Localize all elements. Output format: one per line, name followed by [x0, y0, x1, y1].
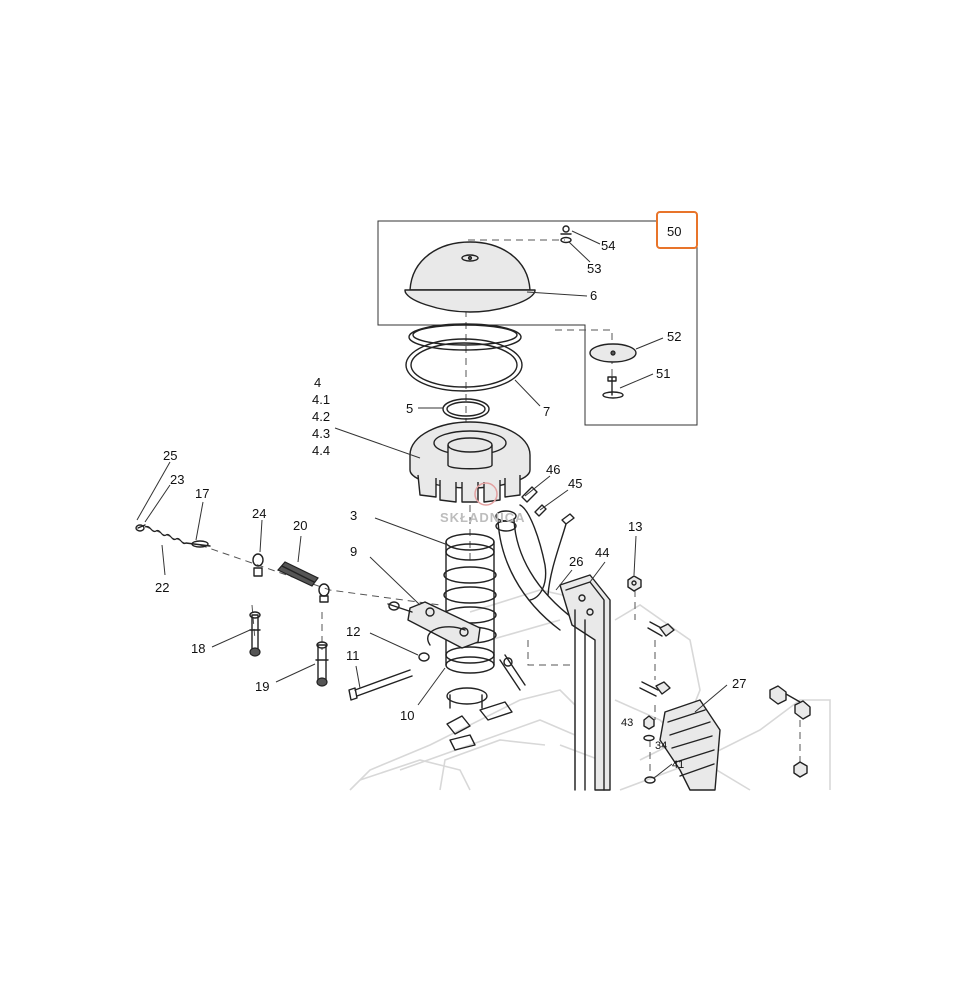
watermark-logo: SKŁADNICA: [440, 482, 526, 525]
spring-22: [135, 524, 211, 548]
callout-34: 34: [655, 740, 667, 752]
callout-52: 52: [667, 329, 681, 344]
eyelet-24: [252, 553, 330, 603]
callout-41: 41: [672, 759, 684, 771]
callout-9: 9: [350, 544, 357, 559]
callout-24: 24: [252, 506, 266, 521]
callout-26: 26: [569, 554, 583, 569]
bolt-51: [602, 376, 624, 399]
nozzle-46: [519, 486, 547, 601]
callout-7: 7: [543, 404, 550, 419]
callout-25: 25: [163, 448, 177, 463]
guard-plate-27: [659, 699, 721, 791]
washer-52: [589, 343, 637, 363]
callout-4-2: 4.2: [312, 409, 330, 424]
callout-5: 5: [406, 401, 413, 416]
callout-18: 18: [191, 641, 205, 656]
mounting-frame-44: [559, 574, 611, 791]
nut-right-d: [793, 761, 808, 778]
callout-50-badge: [656, 211, 698, 249]
screw-54: [560, 225, 572, 235]
callout-10: 10: [400, 708, 414, 723]
washer-41: [644, 776, 656, 784]
clamp-10: [427, 626, 488, 709]
bolt-right-a: [647, 621, 675, 637]
callout-11: 11: [346, 648, 360, 663]
o-ring-5: [442, 398, 490, 420]
hose-26: [495, 510, 576, 631]
callout-51: 51: [656, 366, 670, 381]
callout-6: 6: [590, 288, 597, 303]
washer-34: [643, 734, 655, 742]
bolt-11: [348, 669, 413, 701]
washer-12: [418, 652, 430, 662]
callout-4-3: 4.3: [312, 426, 330, 441]
callout-53: 53: [587, 261, 601, 276]
assembly-axes: [199, 239, 801, 775]
washer-53: [560, 236, 572, 244]
nozzle-45: [534, 504, 575, 596]
callout-20: 20: [293, 518, 307, 533]
callout-54: 54: [601, 238, 615, 253]
seal-ring-7: [405, 338, 523, 392]
distributor-head-4: [409, 421, 531, 503]
callout-44: 44: [595, 545, 609, 560]
callout-13: 13: [628, 519, 642, 534]
watermark-text: SKŁADNICA: [440, 510, 526, 525]
friction-pad-20: [277, 561, 319, 587]
callout-4-1: 4.1: [312, 392, 330, 407]
lower-fittings: [446, 654, 526, 751]
bolt-right-b: [639, 681, 671, 697]
callout-19: 19: [255, 679, 269, 694]
bolt-right-c: [769, 685, 811, 720]
callout-46: 46: [546, 462, 560, 477]
bracket-9: [387, 601, 481, 649]
callout-50: 50: [667, 224, 681, 239]
callout-23: 23: [170, 472, 184, 487]
screw-43: [643, 715, 655, 730]
callout-45: 45: [568, 476, 582, 491]
clevis-pin-19: [315, 641, 329, 687]
clevis-pin-18: [249, 611, 261, 657]
callout-3: 3: [350, 508, 357, 523]
callout-4: 4: [314, 375, 321, 390]
nut-13: [627, 575, 642, 592]
lid-assembly-frame: 50: [377, 211, 698, 426]
callout-12: 12: [346, 624, 360, 639]
dome-lid-6: [404, 241, 536, 313]
callout-43: 43: [621, 717, 633, 729]
callout-27: 27: [732, 676, 746, 691]
callout-17: 17: [195, 486, 209, 501]
lid-rim: [408, 323, 522, 351]
callout-4-4: 4.4: [312, 443, 330, 458]
callout-22: 22: [155, 580, 169, 595]
